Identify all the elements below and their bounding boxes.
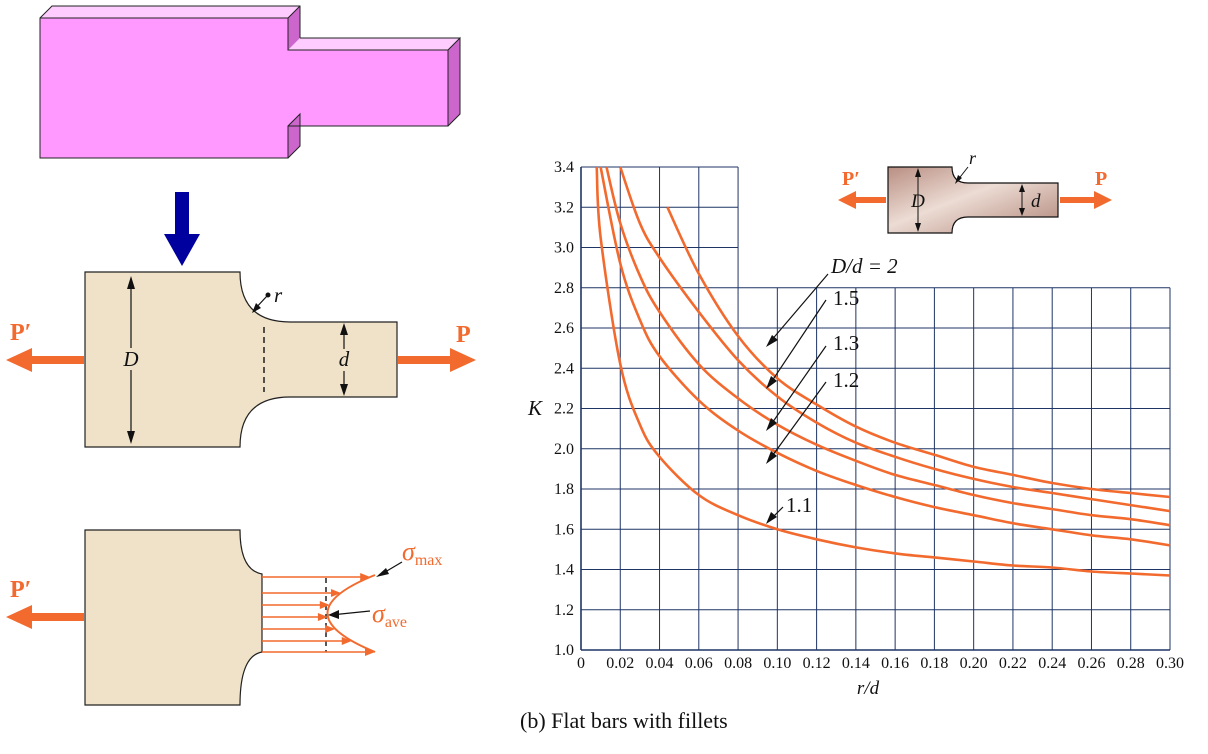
x-tick-label: 0.12 [803,655,831,672]
load-arrow-icon [6,605,84,629]
y-tick-label: 3.2 [554,199,574,216]
stepped-bar-prism [39,5,461,159]
stress-arrow [262,601,330,609]
inset-d-label: d [1031,191,1041,212]
fillet-bar-diagram: D d r P′ P [6,271,476,448]
y-tick-label: 2.2 [554,401,574,418]
chart-caption: (b) Flat bars with fillets [520,708,728,733]
dimension-D-label: D [122,347,138,371]
x-tick-label: 0.02 [606,655,634,672]
stress-plate [84,529,263,706]
prism-top-face [40,6,300,18]
x-tick-label: 0.14 [842,655,870,672]
stress-concentration-chart: 0 0.02 0.04 0.06 0.08 0.10 0.12 0.14 0.16 0.18 0.2… [520,148,1184,733]
y-tick-label: 3.4 [554,159,574,176]
down-arrow-icon [164,192,200,266]
prism-side-face-large [288,6,300,50]
inset-D-label: D [910,191,925,212]
series-label-1-3: 1.3 [766,331,859,431]
x-tick-label: 0.20 [960,655,988,672]
series-label-1-5: 1.5 [766,286,859,389]
y-tick-label: 1.0 [554,642,574,659]
x-tick-label: 0.30 [1156,655,1184,672]
chart-grid [580,166,1171,651]
x-tick-label: 0.04 [646,655,674,672]
inset-load-P-prime: P′ [842,168,860,190]
y-tick-labels: 1.0 1.2 1.4 1.6 1.8 2.0 2.2 2.4 2.6 2.8 3.0 3.2 3.4 [554,159,574,659]
x-tick-label: 0.22 [999,655,1027,672]
y-tick-label: 3.0 [554,240,574,257]
x-tick-label: 0.06 [685,655,713,672]
curve-series-0 [666,206,1171,499]
y-tick-label: 2.4 [554,360,574,377]
inset-load-P: P [1095,168,1107,190]
x-tick-labels: 0 0.02 0.04 0.06 0.08 0.10 0.12 0.14 0.16 0.18 0.2… [577,655,1184,672]
prism-top-face-step [288,38,460,50]
sigma-ave-subscript: ave [385,614,407,631]
y-tick-label: 2.6 [554,320,574,337]
y-tick-label: 2.0 [554,441,574,458]
prism-side-face-end [448,38,460,126]
series-label-1-2: 1.2 [766,368,859,464]
y-tick-label: 1.4 [554,562,574,579]
x-tick-label: 0.16 [881,655,909,672]
y-tick-label: 1.8 [554,481,574,498]
dimension-d-label: d [339,347,350,371]
load-P-prime-left: P′ [10,320,31,346]
inset-r-label: r [969,148,977,168]
curve-series-4 [595,166,1171,577]
series-name-1-2: 1.2 [833,368,859,392]
load-arrow-icon [398,348,476,372]
stress-arrow [262,625,336,633]
load-arrow-icon [1060,191,1112,209]
series-name-1-1: 1.1 [786,493,812,517]
curve-series-1 [619,166,1171,513]
stress-arrow [262,589,341,597]
series-name-1-3: 1.3 [833,331,859,355]
x-tick-label: 0.18 [920,655,948,672]
sigma-ave-label: σave [372,599,407,631]
series-name-1-5: 1.5 [833,286,859,310]
load-P-right: P [456,322,471,348]
y-tick-label: 2.8 [554,280,574,297]
x-tick-label: 0 [577,655,585,672]
load-arrow-icon [6,348,84,372]
x-axis-label: r/d [857,678,880,699]
stress-arrow [262,613,328,621]
stress-distribution-diagram: P′ σmax σave [6,529,442,706]
x-tick-label: 0.24 [1038,655,1066,672]
prism-front-face [40,18,448,158]
series-label-1-1: 1.1 [766,493,812,524]
fillet-radius-label: r [274,283,283,307]
stress-arrow [262,573,371,581]
load-P-prime-lower: P′ [10,577,31,603]
y-tick-label: 1.6 [554,521,574,538]
x-tick-label: 0.10 [763,655,791,672]
chart-curves [595,166,1171,577]
stress-arrow [262,637,352,645]
series-name-2: D/d = 2 [830,254,898,278]
inset-fillet-bar: D d r P′ P [838,148,1112,252]
sigma-max-label: σmax [402,537,442,569]
y-axis-label: K [527,396,543,420]
curve-series-3 [599,166,1171,547]
x-tick-label: 0.08 [724,655,752,672]
fillet-bar-plate [84,271,398,448]
load-arrow-icon [838,191,886,209]
inset-bar-shape [887,166,1059,234]
x-tick-label: 0.28 [1117,655,1145,672]
sigma-max-symbol: σ [402,537,416,566]
series-label-2: D/d = 2 [766,254,898,347]
sigma-ave-symbol: σ [372,599,386,628]
curve-series-2 [605,166,1171,527]
prism-side-face-step [288,114,300,158]
sigma-max-subscript: max [415,552,443,569]
x-tick-label: 0.26 [1077,655,1105,672]
stress-arrow [262,648,375,656]
y-tick-label: 1.2 [554,602,574,619]
